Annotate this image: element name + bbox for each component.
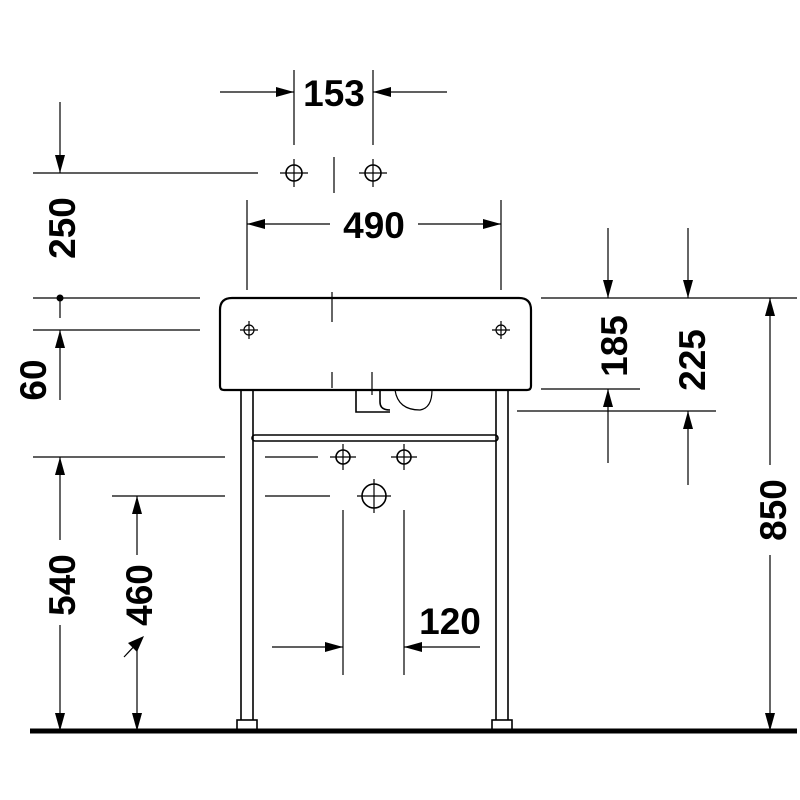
dim-text-850: 850 (753, 479, 794, 541)
dim-text-185: 185 (594, 315, 635, 377)
dim-text-120: 120 (419, 601, 481, 642)
dimension-540: 540 (33, 456, 225, 731)
dimension-850: 850 (753, 298, 794, 731)
fixing-hole-right-icon (492, 321, 510, 339)
dim-text-250: 250 (42, 197, 83, 259)
dim-text-225: 225 (672, 329, 713, 391)
dim-text-460: 460 (119, 564, 160, 626)
drain-point-icon (357, 479, 391, 513)
dimension-225: 225 (672, 228, 713, 485)
dimension-460: 460 (112, 495, 225, 731)
dimension-153: 153 (220, 70, 447, 145)
fixing-hole-left-icon (240, 321, 258, 339)
tap-hole-left-icon (280, 159, 308, 187)
basin (218, 292, 533, 413)
dim-text-60: 60 (13, 359, 54, 400)
tap-hole-right-icon (359, 159, 387, 187)
dimension-185: 185 (594, 228, 635, 463)
dim-text-490: 490 (343, 205, 405, 246)
supply-point-left-icon (330, 444, 356, 470)
dimension-490: 490 (246, 200, 502, 290)
dim-text-540: 540 (42, 554, 83, 616)
dim-text-153: 153 (303, 73, 365, 114)
metal-stand (236, 390, 513, 731)
dimension-120: 120 (272, 510, 481, 675)
supply-point-right-icon (391, 444, 417, 470)
dimension-60: 60 (13, 298, 200, 401)
dimension-250: 250 (33, 102, 258, 302)
